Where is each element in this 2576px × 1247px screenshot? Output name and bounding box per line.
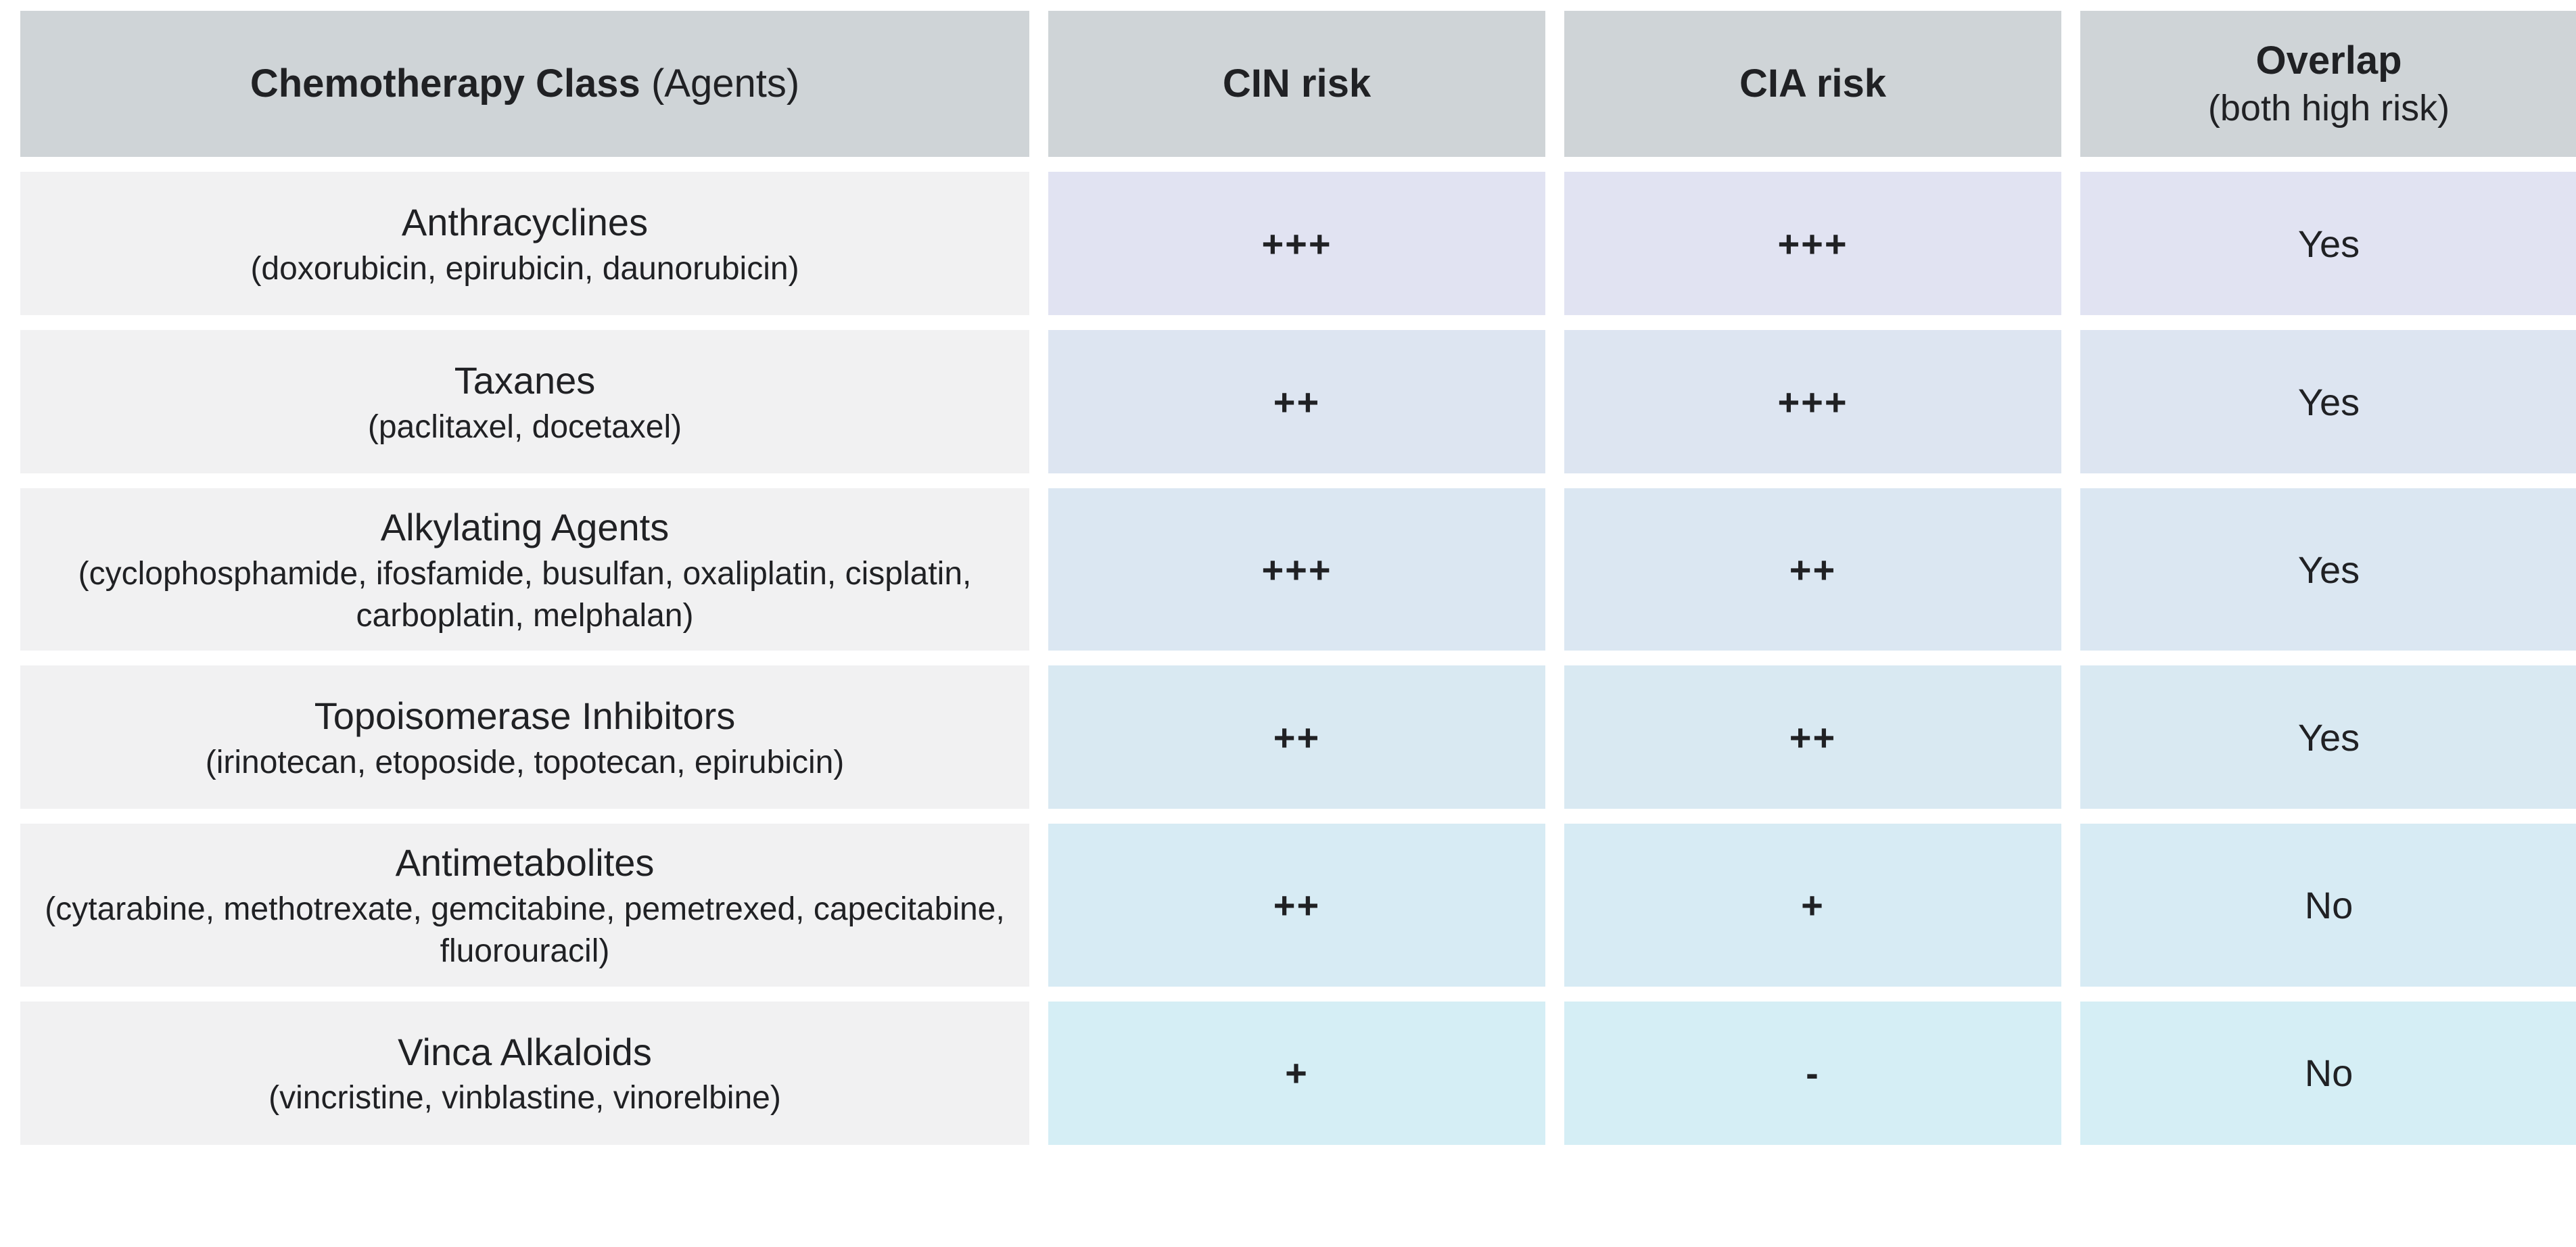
chemo-class-name: Anthracyclines (401, 201, 649, 243)
table-row: Anthracyclines (doxorubicin, epirubicin, … (20, 172, 2576, 315)
chemo-class-agents: (paclitaxel, docetaxel) (367, 408, 682, 445)
chemo-class-name: Topoisomerase Inhibitors (314, 695, 736, 738)
chemo-class-agents: (irinotecan, etoposide, topotecan, epiru… (205, 744, 845, 780)
cia-risk-cell: - (1564, 1001, 2061, 1145)
chemo-class-cell: Alkylating Agents (cyclophosphamide, ifos… (20, 488, 1029, 651)
table-row: Antimetabolites (cytarabine, methotrexate… (20, 824, 2576, 987)
chemo-class-name: Vinca Alkaloids (398, 1030, 652, 1073)
overlap-cell: Yes (2080, 488, 2576, 651)
cin-risk-cell: ++ (1048, 665, 1545, 809)
overlap-cell: Yes (2080, 665, 2576, 809)
cia-risk-cell: + (1564, 824, 2061, 987)
header-overlap-label: Overlap (2255, 39, 2402, 83)
chemo-class-cell: Taxanes (paclitaxel, docetaxel) (20, 330, 1029, 473)
table-row: Taxanes(paclitaxel, docetaxel)+++++Yes (20, 330, 2576, 473)
chemo-class-cell: Topoisomerase Inhibitors (irinotecan, eto… (20, 665, 1029, 809)
header-class-agents-text: (Agents) (651, 61, 800, 105)
table-row: Vinca Alkaloids (vincristine, vinblastine… (20, 1001, 2576, 1145)
chemo-class-agents: (cytarabine, methotrexate, gemcitabine, … (45, 891, 1005, 970)
cin-risk-cell: +++ (1048, 488, 1545, 651)
chemo-class-name: Taxanes (454, 359, 596, 402)
chemo-class-cell: Vinca Alkaloids (vincristine, vinblastine… (20, 1001, 1029, 1145)
column-header-cia-risk: CIA risk (1564, 11, 2061, 157)
cin-risk-cell: + (1048, 1001, 1545, 1145)
header-cin-label: CIN risk (1222, 61, 1372, 105)
column-header-cin-risk: CIN risk (1048, 11, 1545, 157)
chemo-class-name: Alkylating Agents (380, 506, 670, 548)
table-body: Anthracyclines (doxorubicin, epirubicin, … (20, 172, 2576, 1145)
table-row: Alkylating Agents (cyclophosphamide, ifos… (20, 488, 2576, 651)
chemo-class-cell: Anthracyclines (doxorubicin, epirubicin, … (20, 172, 1029, 315)
cin-risk-cell: ++ (1048, 824, 1545, 987)
overlap-cell: No (2080, 824, 2576, 987)
cia-risk-cell: ++ (1564, 488, 2061, 651)
cia-risk-cell: ++ (1564, 665, 2061, 809)
cin-risk-cell: +++ (1048, 172, 1545, 315)
header-cia-label: CIA risk (1739, 61, 1887, 105)
column-header-chemotherapy-class-label: Chemotherapy Class (Agents) (250, 60, 799, 109)
header-row: Chemotherapy Class (Agents) CIN risk CIA… (20, 11, 2576, 157)
header-class-bold-text: Chemotherapy Class (250, 61, 640, 105)
cia-risk-cell: +++ (1564, 172, 2061, 315)
cia-risk-cell: +++ (1564, 330, 2061, 473)
header-overlap-sublabel: (both high risk) (2207, 87, 2450, 128)
chemo-class-cell: Antimetabolites (cytarabine, methotrexate… (20, 824, 1029, 987)
chemo-class-agents: (doxorubicin, epirubicin, daunorubicin) (250, 250, 799, 287)
cin-risk-cell: ++ (1048, 330, 1545, 473)
chemo-class-agents: (vincristine, vinblastine, vinorelbine) (268, 1080, 781, 1116)
column-header-chemotherapy-class: Chemotherapy Class (Agents) (20, 11, 1029, 157)
overlap-cell: Yes (2080, 330, 2576, 473)
column-header-overlap: Overlap (both high risk) (2080, 11, 2576, 157)
chemo-class-name: Antimetabolites (395, 841, 655, 885)
chemo-class-agents: (cyclophosphamide, ifosfamide, busulfan,… (78, 555, 972, 634)
overlap-cell: No (2080, 1001, 2576, 1145)
table-row: Topoisomerase Inhibitors (irinotecan, eto… (20, 665, 2576, 809)
overlap-cell: Yes (2080, 172, 2576, 315)
